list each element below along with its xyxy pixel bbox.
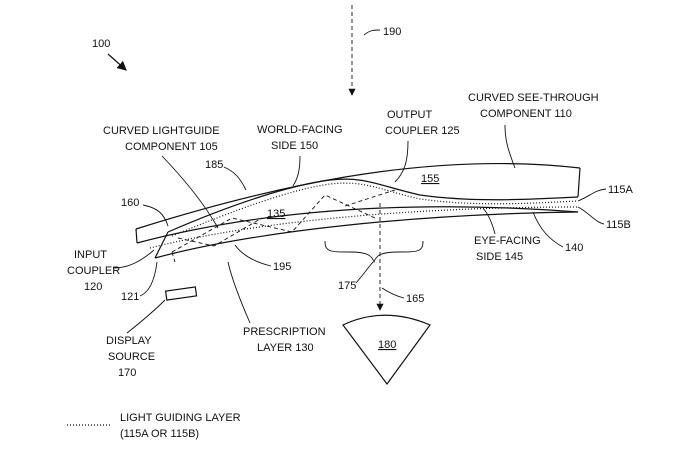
lightguide-label-line1: CURVED LIGHTGUIDE [103, 125, 220, 137]
prescription-leader [227, 261, 251, 324]
display-source-line3: 170 [118, 367, 136, 379]
ref-135-label: 135 [267, 208, 285, 220]
prescription-line2: LAYER 130 [257, 342, 314, 354]
ref-115A-label: 115A [608, 184, 634, 196]
display-source-box [164, 286, 198, 301]
lightguide-top-edge [167, 178, 579, 233]
output-coupler-line2: COUPLER 125 [385, 125, 460, 137]
ref-155-label: 155 [421, 173, 439, 185]
ref-175-label: 175 [338, 280, 356, 292]
prescription-line1: PRESCRIPTION [243, 326, 326, 338]
legend-line2: (115A OR 115B) [120, 428, 199, 440]
ref-195-label: 195 [273, 261, 291, 273]
guided-light-path-2 [344, 189, 396, 207]
input-coupler-leader [112, 249, 155, 269]
ref-121-label: 121 [121, 291, 139, 303]
see-through-label-line2: COMPONENT 110 [480, 108, 572, 120]
eyebox-bracket-175 [324, 240, 424, 264]
eye-facing-leader [482, 207, 496, 235]
see-through-label-line1: CURVED SEE-THROUGH [468, 92, 599, 104]
input-coupler-edge [154, 231, 169, 259]
ref-115B-label: 115B [606, 219, 631, 231]
see-through-outer-edge [135, 162, 581, 230]
output-coupler-leader [394, 140, 409, 183]
ref-165-label: 165 [406, 293, 424, 305]
ref-140-leader [532, 211, 564, 248]
world-facing-line1: WORLD-FACING [257, 124, 343, 136]
ref-175-leader [355, 261, 374, 284]
ref-165-leader [381, 287, 405, 299]
prescription-layer-edge [154, 211, 579, 259]
input-light-path [171, 217, 263, 263]
eye-shape [342, 314, 431, 386]
ref-190-label: 190 [383, 26, 401, 38]
display-source-line1: DISPLAY [106, 335, 152, 347]
ref-140-label: 140 [565, 242, 583, 254]
ref-185-label: 185 [205, 159, 223, 171]
world-facing-leader [292, 155, 301, 187]
input-coupler-line1: INPUT [74, 249, 107, 261]
light-guiding-layer-115A [171, 182, 579, 237]
ref-160-label: 160 [121, 197, 139, 209]
legend-line1: LIGHT GUIDING LAYER [120, 412, 241, 424]
world-facing-line2: SIDE 150 [271, 140, 318, 152]
display-source-line2: SOURCE [108, 351, 155, 363]
ref-160-leader [142, 204, 169, 227]
ref-121-leader [139, 261, 158, 297]
ref-195-leader [234, 244, 272, 267]
input-coupler-line2: COUPLER [67, 265, 120, 277]
ref-185-leader [223, 166, 247, 191]
see-through-end-edge [577, 167, 581, 198]
ref-115B-leader [577, 206, 605, 225]
eye-facing-line1: EYE-FACING [474, 235, 541, 247]
guided-light-path [171, 194, 376, 253]
ref-100-arrow [107, 53, 127, 71]
input-coupler-line3: 120 [84, 281, 102, 293]
output-coupler-line1: OUTPUT [387, 109, 433, 121]
lightguide-label-line2: COMPONENT 105 [125, 141, 218, 153]
ref-190-leader [363, 29, 381, 36]
ref-100-label: 100 [92, 38, 110, 50]
eye-facing-line2: SIDE 145 [476, 251, 523, 263]
lightguide-leader [161, 155, 219, 229]
ref-115A-leader [577, 188, 607, 202]
display-source-leader [126, 299, 166, 334]
see-through-leader [504, 124, 516, 169]
see-through-left-edge [135, 228, 138, 244]
ref-180-label: 180 [378, 339, 396, 351]
